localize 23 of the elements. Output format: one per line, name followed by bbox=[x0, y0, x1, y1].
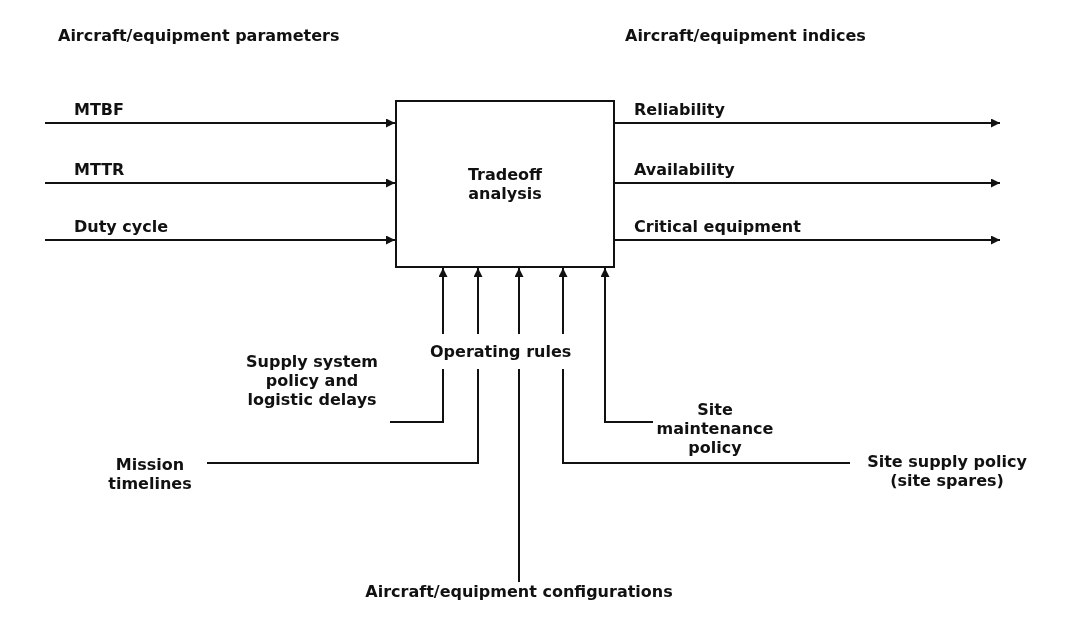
edge-label: Critical equipment bbox=[632, 217, 803, 236]
arrow bbox=[44, 118, 396, 128]
input-text: Site supply policy (site spares) bbox=[852, 452, 1042, 490]
input-text: Aircraft/equipment configurations bbox=[359, 582, 679, 601]
arrow bbox=[558, 267, 851, 464]
arrow bbox=[44, 178, 396, 188]
heading: Aircraft/equipment indices bbox=[625, 26, 866, 45]
arrow bbox=[614, 235, 1001, 245]
group-label: Operating rules bbox=[430, 334, 572, 369]
input-text: Mission timelines bbox=[95, 455, 205, 493]
input-text: Supply system policy and logistic delays bbox=[236, 352, 388, 409]
arrow bbox=[514, 267, 524, 583]
arrow bbox=[614, 178, 1001, 188]
input-text: Site maintenance policy bbox=[655, 400, 775, 457]
arrow bbox=[206, 267, 483, 464]
edge-label: Availability bbox=[632, 160, 737, 179]
edge-label: Reliability bbox=[632, 100, 727, 119]
arrow bbox=[614, 118, 1001, 128]
heading: Aircraft/equipment parameters bbox=[58, 26, 340, 45]
arrow bbox=[44, 235, 396, 245]
arrow bbox=[600, 267, 654, 423]
edge-label: Duty cycle bbox=[72, 217, 171, 236]
process-box: Tradeoff analysis bbox=[395, 100, 615, 268]
